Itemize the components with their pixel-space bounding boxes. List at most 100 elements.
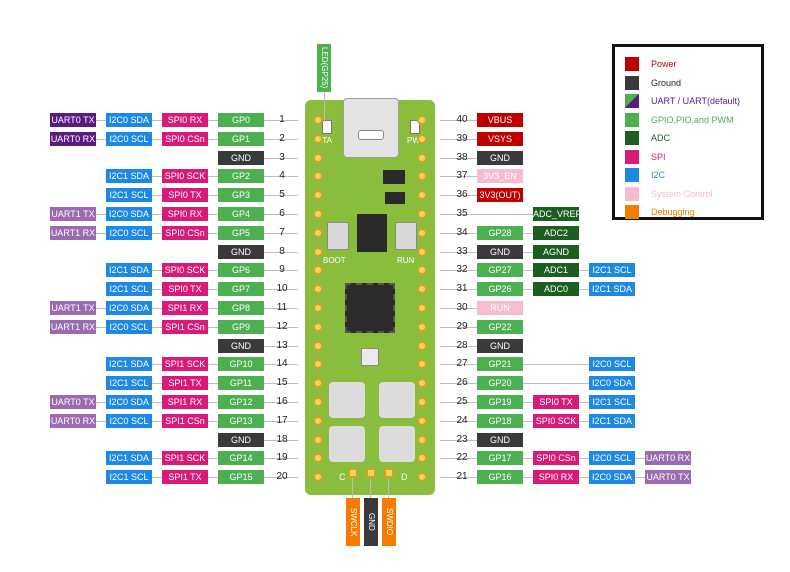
- pin-label: GP18: [477, 413, 523, 428]
- pin-pad: [417, 472, 427, 483]
- pin-label: I2C0 SDA: [589, 376, 635, 391]
- pin-label: UART1 TX: [50, 207, 96, 221]
- pin-number: 31: [456, 283, 468, 295]
- led-label: LED(GP25): [317, 44, 331, 92]
- legend-swatch: [625, 186, 639, 201]
- pin-number: 7: [279, 226, 285, 238]
- pin-label: 3V3(OUT): [477, 188, 523, 203]
- pin-label: SPI1 RX: [162, 301, 208, 315]
- pin-label: GP10: [218, 357, 264, 372]
- pin-number: 3: [279, 151, 285, 163]
- pin-number: 35: [456, 208, 468, 219]
- pin-label: SPI0 CSn: [533, 451, 579, 466]
- pin-pad: [313, 227, 323, 238]
- legend-swatch: [625, 75, 639, 90]
- pin-label: SPI1 SCK: [162, 357, 208, 372]
- pin-label: I2C0 SCL: [106, 413, 152, 428]
- pin-pad: [417, 209, 427, 219]
- pin-label: SPI0 TX: [162, 188, 208, 203]
- pin-label: I2C0 SCL: [589, 451, 635, 466]
- pin-pad: [313, 115, 323, 125]
- boot-label: BOOT: [323, 256, 346, 265]
- user-button-4[interactable]: [379, 426, 415, 462]
- pin-number: 37: [456, 170, 468, 182]
- legend-label: UART / UART(default): [651, 96, 741, 106]
- pin-label: SPI0 CSn: [162, 131, 208, 146]
- pin-number: 22: [456, 452, 468, 464]
- regulator-chip: [383, 170, 405, 184]
- pin-number: 5: [279, 189, 285, 201]
- pin-label: GP9: [218, 319, 264, 334]
- pin-label: GP6: [218, 263, 264, 278]
- pin-number: 39: [456, 132, 468, 144]
- pin-label: I2C0 SDA: [106, 207, 152, 221]
- pin-number: 30: [456, 302, 468, 313]
- pin-pad: [313, 378, 323, 389]
- pwr-label: PWR: [407, 136, 426, 145]
- pin-pad: [417, 434, 427, 445]
- crystal: [361, 348, 379, 366]
- pin-pad: [417, 115, 427, 125]
- pin-pad: [417, 453, 427, 464]
- pin-number: 32: [456, 264, 468, 276]
- pin-label: I2C0 SDA: [106, 113, 152, 127]
- pin-label: I2C1 SDA: [589, 413, 635, 428]
- pin-label: I2C1 SCL: [106, 188, 152, 203]
- pin-label: ADC_VREF: [533, 207, 579, 221]
- user-button-3[interactable]: [329, 426, 365, 462]
- debug-label: GND: [364, 498, 378, 546]
- run-button[interactable]: [395, 222, 417, 250]
- pin-label: UART0 TX: [50, 395, 96, 409]
- pin-pad: [313, 265, 323, 276]
- debug-pad: [366, 468, 376, 478]
- pin-label: UART0 RX: [50, 131, 96, 146]
- pin-label: I2C1 SDA: [106, 263, 152, 278]
- pin-number: 4: [279, 170, 285, 182]
- pin-label: SPI1 SCK: [162, 451, 208, 466]
- pin-label: GP8: [218, 301, 264, 315]
- pin-label: SPI0 RX: [162, 207, 208, 221]
- sta-led: [322, 120, 332, 134]
- pin-pad: [417, 321, 427, 332]
- legend-swatch: [625, 168, 639, 182]
- connector-line: [440, 364, 635, 366]
- legend-label: ADC: [651, 133, 671, 143]
- pin-pad: [313, 303, 323, 313]
- pin-label: GP13: [218, 413, 264, 428]
- pin-label: ADC0: [533, 282, 579, 297]
- pin-label: GP1: [218, 131, 264, 146]
- pin-label: I2C0 SCL: [106, 319, 152, 334]
- pin-number: 24: [456, 414, 468, 426]
- pin-number: 16: [276, 396, 288, 407]
- user-button-1[interactable]: [329, 382, 365, 418]
- pin-number: 33: [456, 245, 468, 257]
- boot-button[interactable]: [327, 222, 349, 250]
- pin-label: SPI0 SCK: [162, 169, 208, 184]
- pin-label: GP21: [477, 357, 523, 372]
- pin-label: GP0: [218, 113, 264, 127]
- pin-pad: [313, 453, 323, 464]
- pin-label: VSYS: [477, 131, 523, 146]
- pin-pad: [313, 359, 323, 370]
- flash-chip: [357, 214, 387, 252]
- pin-label: 3V3_EN: [477, 169, 523, 184]
- pin-number: 36: [456, 189, 468, 201]
- legend-swatch: [625, 57, 639, 71]
- debug-pad: [348, 468, 358, 478]
- pin-number: 11: [276, 302, 288, 313]
- pin-number: 8: [279, 245, 285, 257]
- pin-label: SPI0 SCK: [162, 263, 208, 278]
- led-connector: [324, 92, 325, 122]
- pin-number: 13: [276, 339, 288, 351]
- pin-label: SPI1 CSn: [162, 319, 208, 334]
- pin-number: 1: [279, 114, 285, 125]
- voltage-chip: [385, 192, 405, 204]
- pin-label: GND: [477, 338, 523, 353]
- pin-pad: [417, 303, 427, 313]
- legend-swatch: [625, 94, 639, 108]
- pin-pad: [417, 265, 427, 276]
- pin-number: 26: [456, 377, 468, 389]
- user-button-2[interactable]: [379, 382, 415, 418]
- c-label: C: [339, 472, 346, 482]
- pin-pad: [313, 397, 323, 407]
